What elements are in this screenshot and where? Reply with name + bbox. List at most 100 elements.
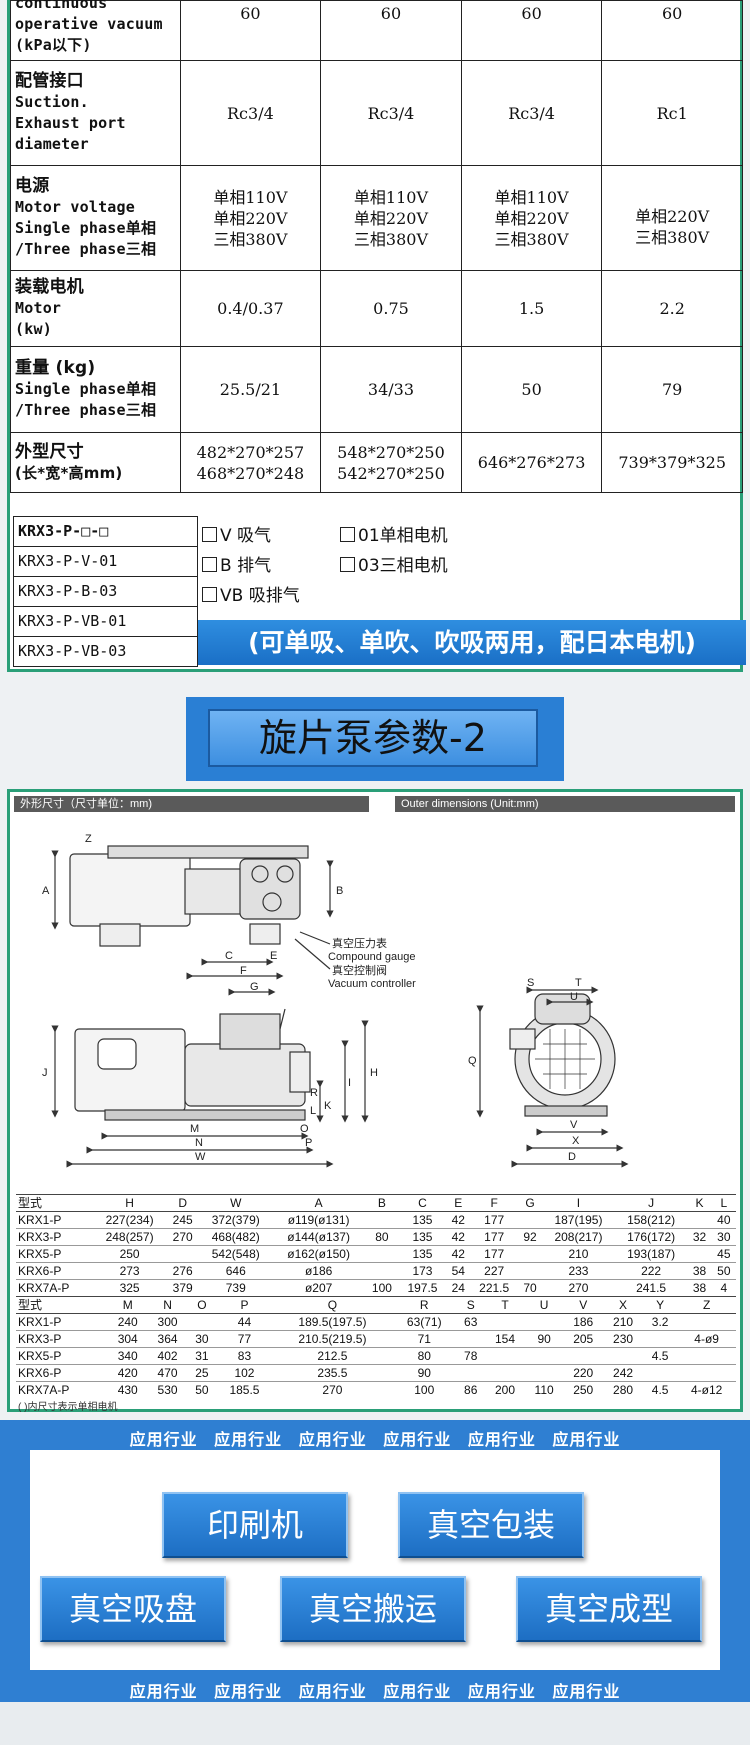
dim-cell: 86 [456, 1381, 486, 1398]
dim-cell: 221.5 [470, 1279, 518, 1296]
dim-cell: KRX5-P [16, 1245, 94, 1263]
industry-vacuum-forming[interactable]: 真空成型 [516, 1576, 702, 1642]
dim-cell [187, 1313, 217, 1331]
dim-cell: 240 [107, 1313, 148, 1331]
dim-cell: 250 [563, 1381, 604, 1398]
dim-cell [485, 1364, 525, 1382]
spec-value: 646*276*273 [460, 432, 603, 493]
dim-letter: N [195, 1137, 203, 1149]
industry-vacuum-packaging[interactable]: 真空包装 [398, 1492, 584, 1558]
dim-cell: 300 [147, 1313, 188, 1331]
dim-cell: 325 [93, 1279, 166, 1296]
industry-strip-bottom: 应用行业 应用行业 应用行业 应用行业 应用行业 应用行业 [129, 1682, 621, 1701]
dim-cell: S [456, 1296, 486, 1314]
dim-cell: F [470, 1194, 518, 1212]
dim-cell: 420 [107, 1364, 148, 1382]
dim-cell: ø144(ø137) [272, 1228, 366, 1246]
dim-cell: 42 [446, 1228, 471, 1246]
dim-cell: 31 [187, 1347, 217, 1365]
spec-row-size: 外型尺寸 (长*宽*高mm) 482*270*257 468*270*248 5… [10, 432, 743, 493]
dim-cell: 4-ø9 [677, 1330, 736, 1348]
dim-cell [517, 1262, 543, 1280]
dim-cell: 54 [446, 1262, 471, 1280]
dim-cell: R [392, 1296, 457, 1314]
dim-cell: K [687, 1194, 712, 1212]
industry-vacuum-suction[interactable]: 真空吸盘 [40, 1576, 226, 1642]
dim-cell: C [398, 1194, 447, 1212]
dim-cell: 530 [147, 1381, 188, 1398]
dim-cell: I [542, 1194, 615, 1212]
dim-cell: T [485, 1296, 525, 1314]
dim-cell: 210 [542, 1245, 615, 1263]
dim-cell: 230 [603, 1330, 643, 1348]
spec-value: Rc1 [601, 60, 743, 166]
dim-cell: E [446, 1194, 471, 1212]
dim-cell [677, 1313, 736, 1331]
dim-cell: 90 [524, 1330, 564, 1348]
dim-cell: M [107, 1296, 148, 1314]
dim-cell: 468(482) [199, 1228, 273, 1246]
controller-label-cn: 真空控制阀 [332, 963, 387, 977]
dim-cell: 154 [485, 1330, 525, 1348]
dim-cell: 542(548) [199, 1245, 273, 1263]
dim-cell: 177 [470, 1211, 518, 1229]
dim-cell [524, 1347, 564, 1365]
dimensions-header-en: Outer dimensions (Unit:mm) [395, 796, 735, 812]
dim-cell: KRX6-P [16, 1364, 108, 1382]
dim-cell: 220 [563, 1364, 604, 1382]
dim-cell: ø207 [272, 1279, 366, 1296]
industry-vacuum-handling[interactable]: 真空搬运 [280, 1576, 466, 1642]
spec-value: 739*379*325 [601, 432, 743, 493]
dim-cell: 42 [446, 1245, 471, 1263]
controller-label-en: Vacuum controller [328, 978, 416, 990]
checkbox-square-icon [340, 557, 355, 572]
spec-value: 60 [601, 0, 743, 61]
dimensions-panel: 外形尺寸（尺寸单位：mm) Outer dimensions (Unit:mm) [7, 789, 743, 1413]
dim-cell: 248(257) [93, 1228, 166, 1246]
dim-cell [677, 1364, 736, 1382]
dim-cell: 227 [470, 1262, 518, 1280]
industry-printing[interactable]: 印刷机 [162, 1492, 348, 1558]
spec-value: 79 [601, 346, 743, 433]
dim-cell: J [614, 1194, 688, 1212]
gauge-label-en: Compound gauge [328, 951, 415, 963]
dim-letter: Q [468, 1055, 477, 1067]
dim-cell: KRX1-P [16, 1211, 94, 1229]
spec-table: continuous operative vacuum (kPa以下) 60 6… [10, 0, 743, 493]
dim-cell: 型式 [16, 1194, 94, 1212]
dim-cell [165, 1245, 200, 1263]
dim-cell: 110 [524, 1381, 564, 1398]
dim-cell [677, 1347, 736, 1365]
spec-value: 60 [179, 0, 322, 61]
dimension-note: ( )内尺寸表示单相电机 [18, 1402, 118, 1413]
spec-value: 60 [320, 0, 462, 61]
dim-letter: X [572, 1135, 580, 1147]
spec-value: 25.5/21 [179, 346, 322, 433]
dim-cell: 739 [199, 1279, 273, 1296]
dim-cell: U [524, 1296, 564, 1314]
pump-drawing: Z A B C E F G J H I K L R M N O P W S T … [42, 833, 629, 1168]
dim-cell [603, 1347, 643, 1365]
dim-cell [365, 1211, 399, 1229]
dim-cell: 173 [398, 1262, 447, 1280]
spec-value: 34/33 [320, 346, 462, 433]
dim-cell: KRX3-P [16, 1330, 108, 1348]
dim-cell: 185.5 [216, 1381, 273, 1398]
dim-cell: 222 [614, 1262, 688, 1280]
dim-cell: 63 [456, 1313, 486, 1331]
dim-cell: N [147, 1296, 188, 1314]
dim-letter: K [324, 1100, 332, 1112]
model-code: KRX3-P-□-□ [13, 516, 198, 547]
dim-letter: W [195, 1151, 206, 1163]
spec-label: continuous operative vacuum (kPa以下) [10, 0, 181, 61]
model-list: KRX3-P-□-□ KRX3-P-V-01 KRX3-P-B-03 KRX3-… [13, 516, 198, 667]
dim-cell: 45 [711, 1245, 736, 1263]
spec-value: 60 [460, 0, 603, 61]
